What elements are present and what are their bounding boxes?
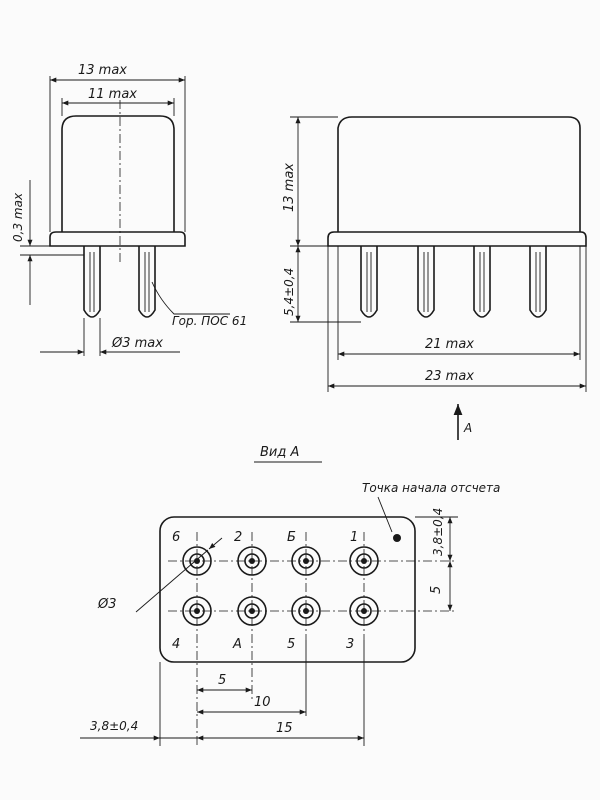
side-pins [360, 246, 547, 318]
pad-1 [349, 546, 379, 576]
front-dim-inner: 11 max [88, 87, 137, 102]
pin-label-5: 5 [287, 637, 295, 652]
front-pin-right [138, 246, 156, 318]
pin-label-4: 4 [172, 637, 180, 652]
view-a: Вид А Точка начала отсчета 6 2 Б 1 4 А [80, 445, 500, 746]
pad-a [237, 596, 267, 626]
top-offset-label: 3,8±0,4 [431, 508, 445, 556]
side-view: 13 max 5,4±0,4 21 max 23 max A [282, 116, 587, 440]
side-dim-height: 13 max [282, 163, 297, 212]
side-body-outline [337, 116, 581, 232]
pitch-10-label: 10 [254, 695, 271, 710]
view-arrow-label: A [463, 421, 472, 435]
pad-b [291, 546, 321, 576]
base-plate [159, 516, 416, 663]
pad-5 [291, 596, 321, 626]
pad-3 [349, 596, 379, 626]
left-offset-label: 3,8±0,4 [90, 719, 138, 733]
pitch-15-label: 15 [276, 721, 293, 736]
side-flange [327, 231, 587, 247]
row-pitch-label: 5 [429, 586, 444, 594]
view-a-title: Вид А [260, 445, 299, 460]
pads [182, 546, 379, 626]
front-dim-gap: 0,3 max [11, 192, 25, 242]
front-flange [49, 231, 186, 247]
pad-6 [182, 546, 212, 576]
side-dim-pin-length: 5,4±0,4 [282, 268, 296, 316]
front-dim-pin-diameter: Ø3 max [111, 336, 163, 351]
pin-label-3: 3 [346, 637, 354, 652]
pad-4 [182, 596, 212, 626]
side-dim-body: 21 max [425, 337, 474, 352]
front-dim-outer: 13 max [78, 63, 127, 78]
front-body-outline [61, 115, 175, 232]
pitch-5-label: 5 [218, 673, 226, 688]
pin-label-6: 6 [172, 530, 180, 545]
side-dim-base: 23 max [425, 369, 474, 384]
pad-diameter-label: Ø3 [97, 597, 117, 612]
pad-2 [237, 546, 267, 576]
pin-label-b: Б [287, 530, 296, 545]
origin-point [393, 534, 401, 542]
pin-label-1: 1 [350, 530, 358, 545]
front-pin-left [83, 246, 101, 318]
pin-label-a: А [232, 637, 242, 652]
pin-label-2: 2 [234, 530, 242, 545]
origin-note: Точка начала отсчета [362, 481, 500, 495]
front-solder-note: Гор. ПОС 61 [172, 314, 247, 328]
front-view: 13 max 11 max 0,3 max Ø3 max Гор. ПОС 61 [11, 63, 247, 356]
